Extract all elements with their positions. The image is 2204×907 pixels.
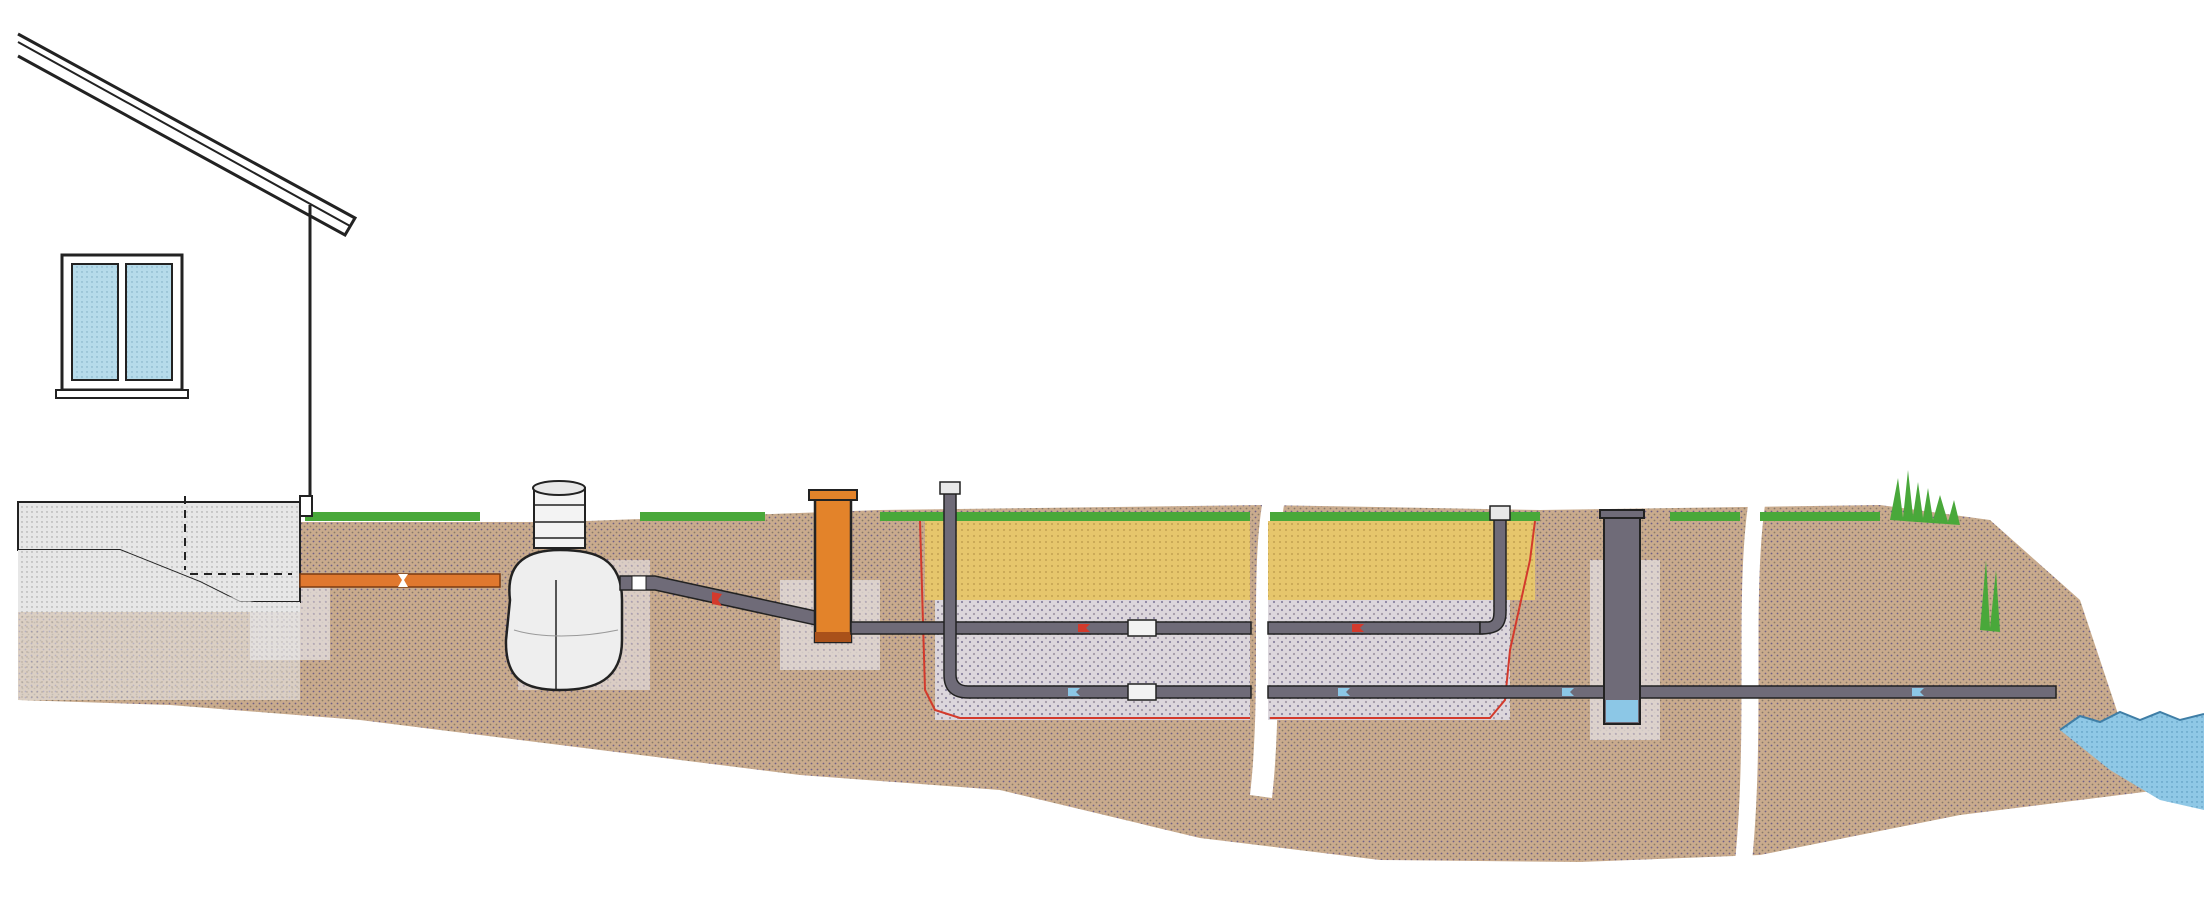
vent-pipe-left — [939, 481, 961, 495]
foundation — [17, 495, 313, 700]
distribution-well — [808, 489, 858, 644]
watercourse — [2059, 710, 2204, 810]
house-window — [55, 253, 189, 399]
septic-tank — [504, 480, 650, 692]
vent-pipe-right — [1489, 505, 1511, 521]
sampling-well — [1599, 509, 1645, 725]
collection-pipe-lower — [943, 489, 2057, 701]
grass — [305, 470, 2000, 632]
inlet-pipe — [299, 573, 501, 588]
house — [17, 32, 358, 700]
